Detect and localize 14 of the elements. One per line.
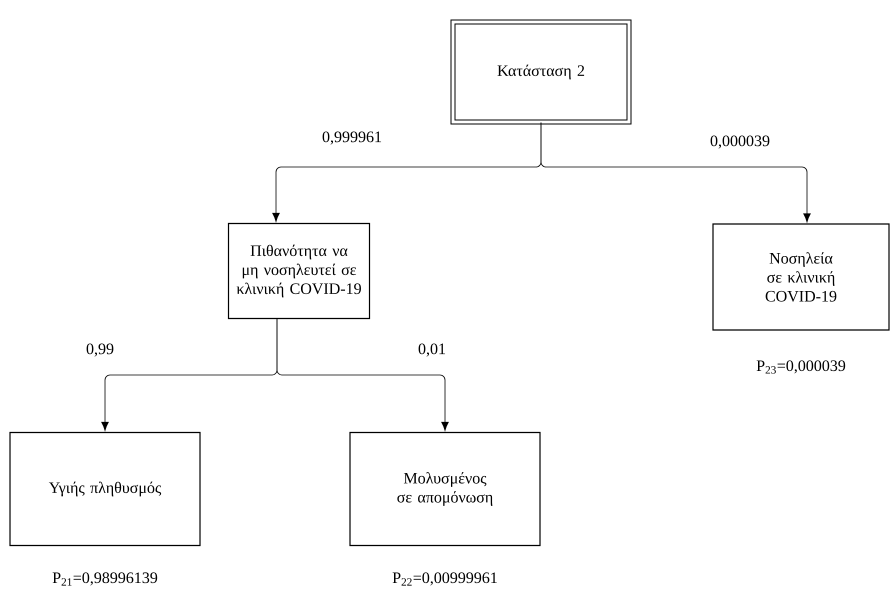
edge-label: 0,000039 [710, 135, 770, 149]
probability-label: P$_{22}$=0,00999961 [392, 572, 497, 586]
probability-label: P$_{23}$=0,000039 [756, 360, 846, 374]
arrow [276, 318, 449, 431]
edge-label: 0,999961 [322, 131, 382, 145]
process-box: Υγιής πληθυσμός [9, 432, 201, 546]
edge-label: 0,99 [86, 343, 114, 357]
process-box: Μολυσμένος σε απομόνωση [349, 432, 541, 546]
process-box: Κατάσταση 2 [450, 20, 632, 124]
edge-label: 0,01 [418, 343, 446, 357]
arrow [540, 122, 811, 222]
process-box: Πιθανότητα να μη νοσηλευτεί σε κλινική COVID-19 [228, 222, 370, 320]
probability-label: P$_{21}$=0,98996139 [52, 572, 158, 586]
process-box: Νοσηλεία σε κλινική COVID-19 [712, 223, 890, 331]
